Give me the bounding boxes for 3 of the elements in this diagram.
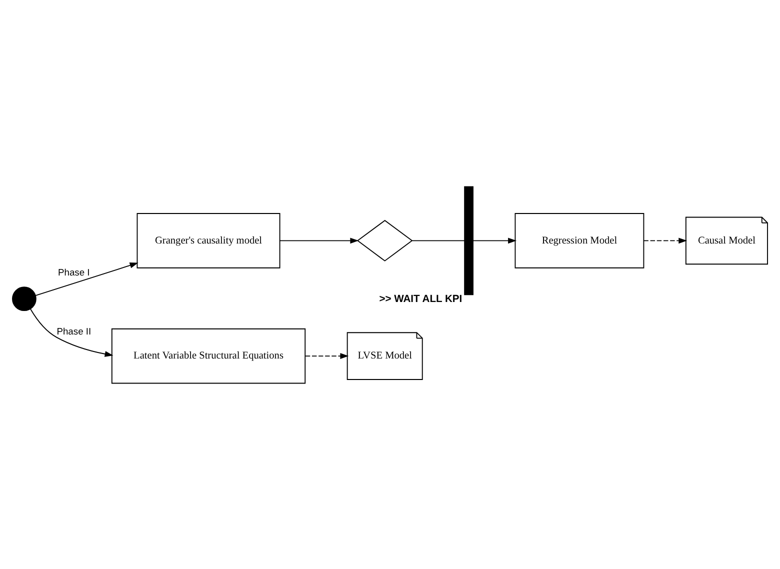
edge-label: Phase II — [56, 326, 92, 336]
node-label: >> WAIT ALL KPI — [379, 293, 462, 304]
edge-label: Phase I — [58, 266, 90, 277]
